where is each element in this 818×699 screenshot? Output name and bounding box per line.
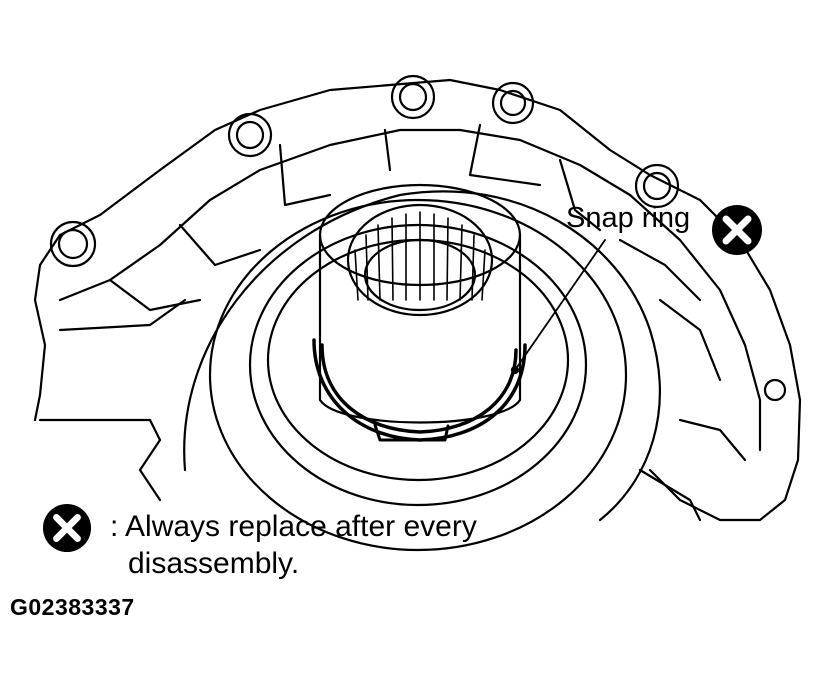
bolt-hole [499, 89, 527, 117]
legend-text-2: disassembly. [128, 547, 300, 580]
circle-x-icon [42, 503, 92, 553]
callout-leader [514, 239, 606, 371]
legend-separator: : [110, 510, 119, 543]
bolt-hole [49, 220, 97, 268]
snap-ring [312, 338, 527, 442]
middle-ring [248, 223, 588, 507]
bolt-hole [763, 378, 787, 402]
bolt-hole [235, 120, 265, 150]
bolt-hole [227, 112, 273, 158]
snap-ring-gap [373, 423, 450, 442]
spline-teeth [354, 211, 486, 301]
bolt-hole [634, 163, 680, 209]
bolt-hole [642, 171, 672, 201]
bolt-hole [57, 228, 89, 260]
bolt-hole [398, 82, 428, 112]
figure-code: G02383337 [10, 594, 135, 620]
bolt-hole [390, 74, 436, 120]
circle-x-icon [712, 205, 762, 255]
hub-bore [346, 203, 494, 317]
housing-outline [33, 78, 802, 522]
case-bore [183, 190, 661, 522]
hub-body [318, 233, 522, 424]
flange-inner-contour [58, 128, 762, 452]
bolt-hole [491, 81, 535, 125]
legend-text-1: Always replace after every [125, 510, 477, 543]
legend-line-1: : Always replace after every [110, 510, 477, 544]
outer-ring [208, 198, 628, 552]
snap-ring-label: Snap ring [566, 202, 691, 234]
